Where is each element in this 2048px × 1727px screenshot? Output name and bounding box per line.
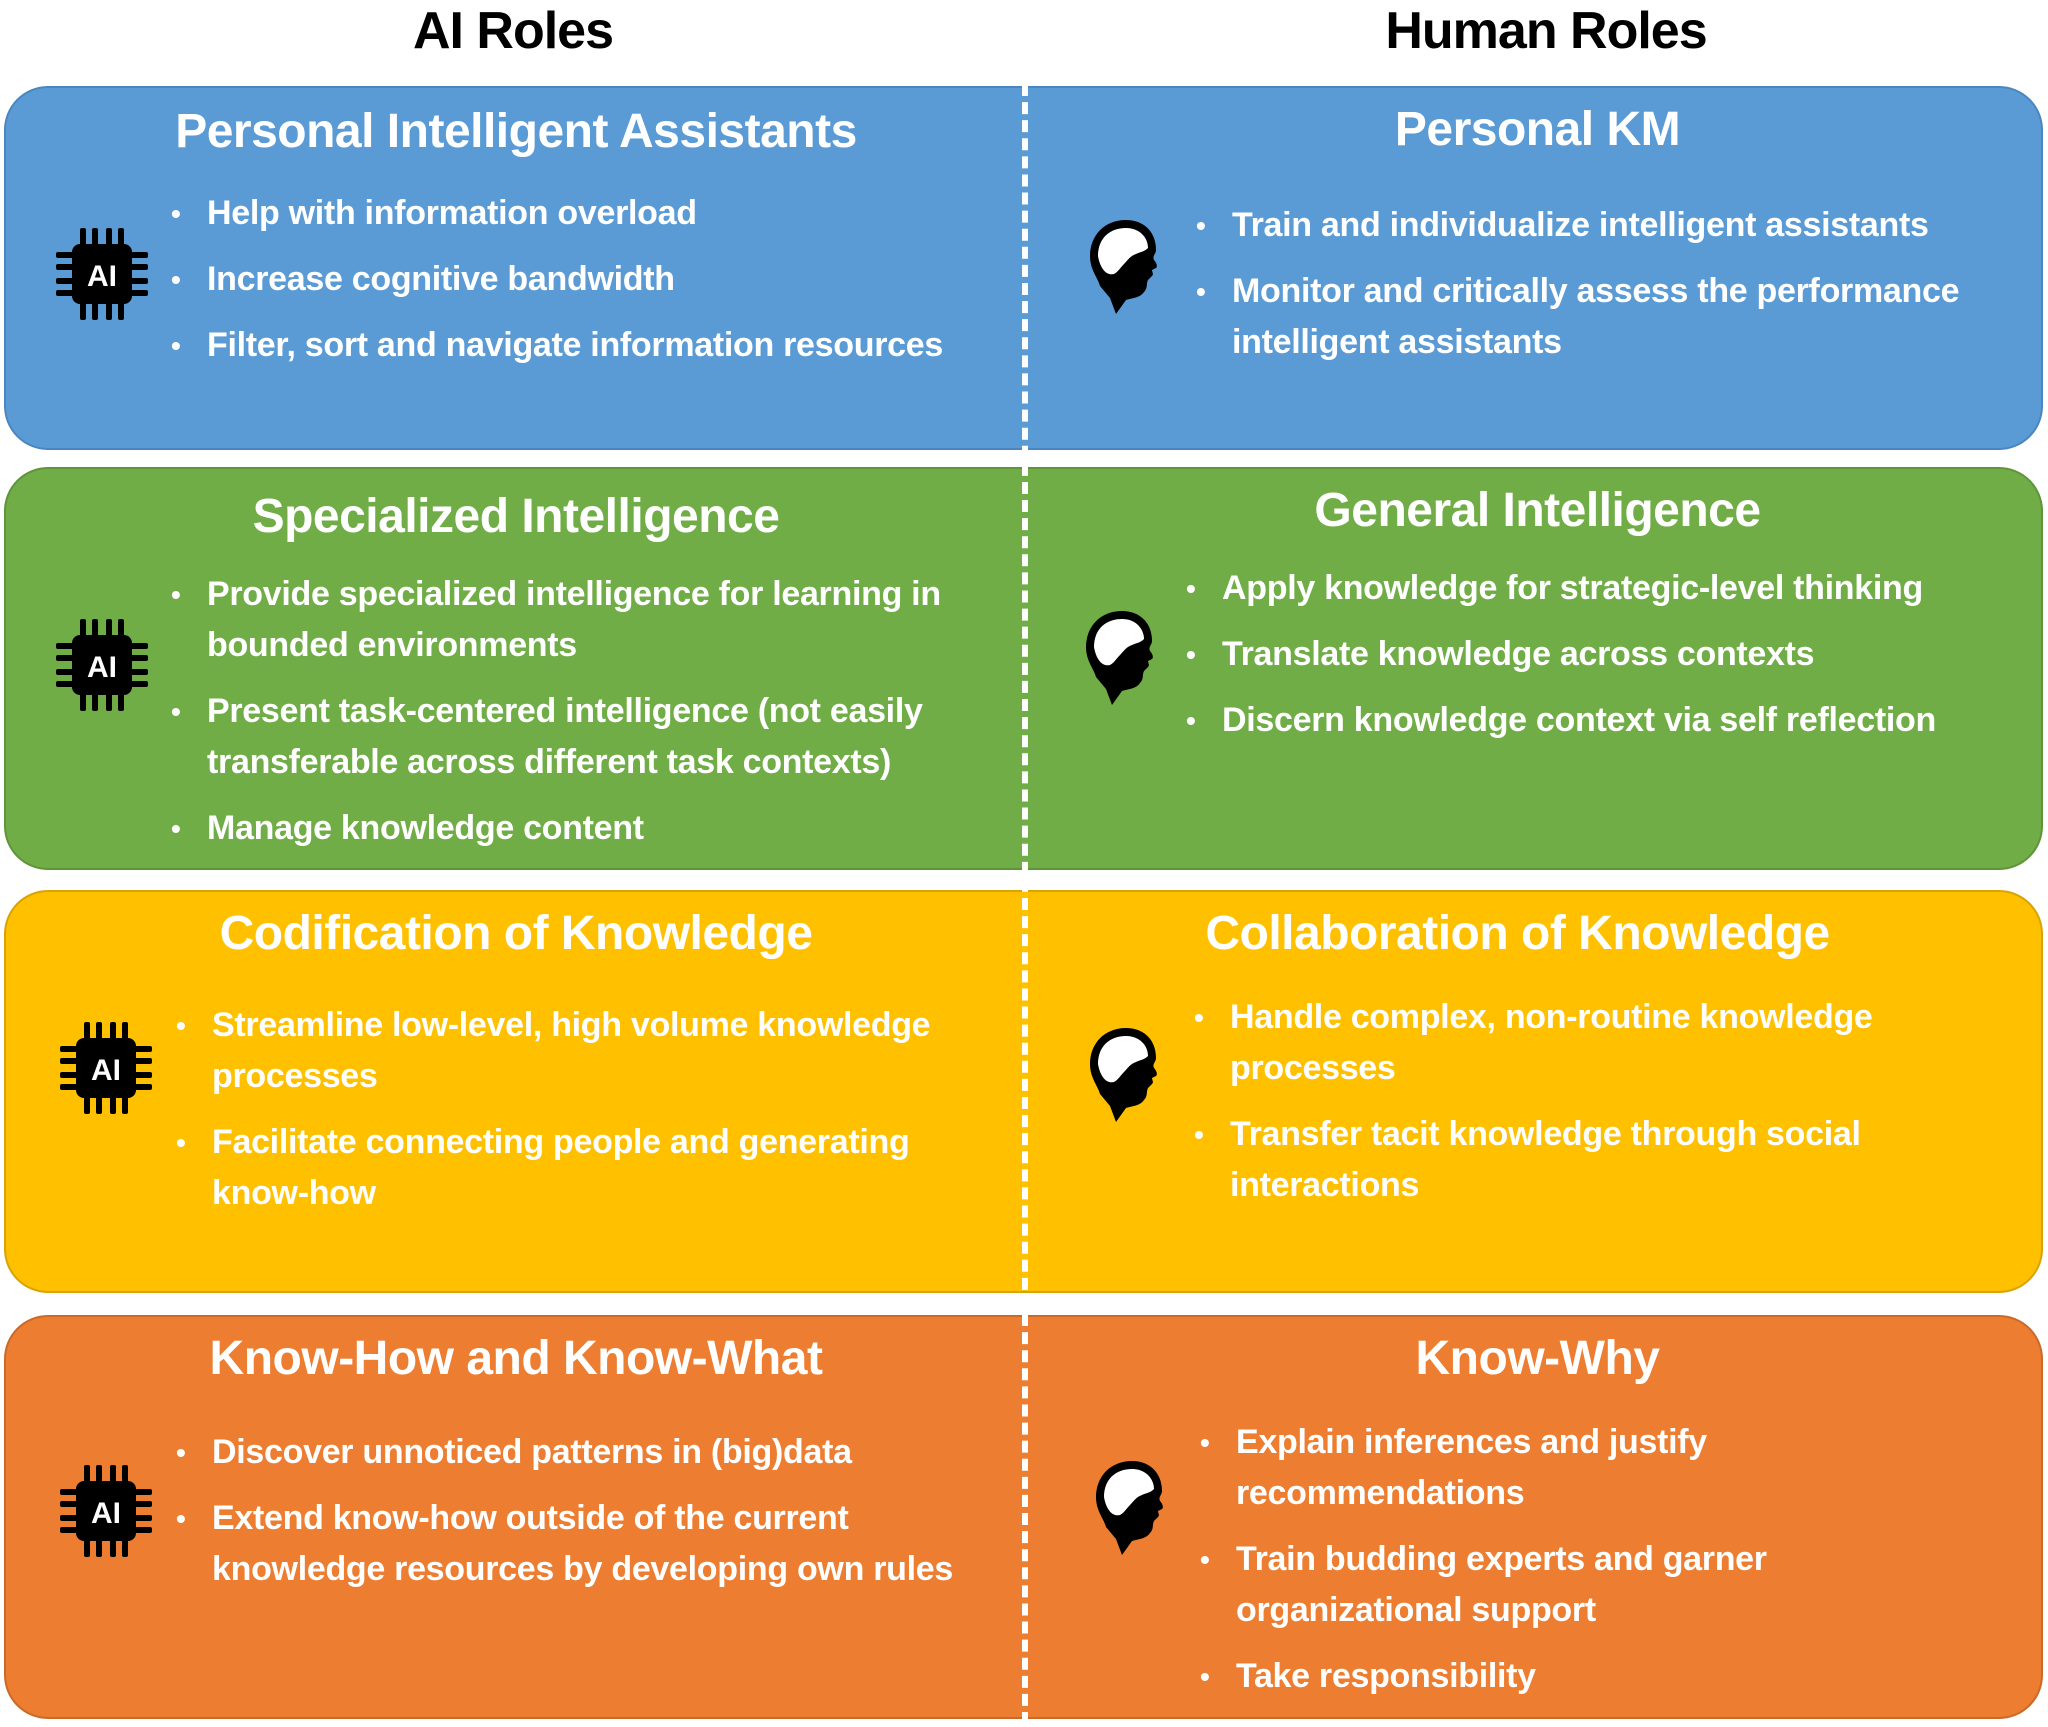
list-item: Filter, sort and navigate information re… [171,320,1001,371]
card-title: Codification of Knowledge [219,907,813,960]
list-item: Help with information overload [171,188,1001,239]
list-item: Take responsibility [1200,1651,1940,1702]
card-title: Specialized Intelligence [252,490,780,543]
ai-chip-icon: AI [54,617,150,713]
human-bullet-list: Apply knowledge for strategic-level thin… [1186,563,1986,761]
list-item: Increase cognitive bandwidth [171,254,1001,305]
list-item: Extend know-how outside of the current k… [176,1493,976,1595]
card-title: Know-How and Know-What [209,1332,823,1385]
ai-bullet-list: Help with information overload Increase … [171,188,1001,386]
ai-bullet-list: Provide specialized intelligence for lea… [171,569,1021,869]
human-head-brain-icon [1092,1457,1172,1557]
list-item: Apply knowledge for strategic-level thin… [1186,563,1986,614]
card-title: General Intelligence [1314,484,1761,537]
card-title: Know-Why [1415,1332,1660,1385]
card-title: Personal KM [1394,103,1681,156]
svg-text:AI: AI [87,651,117,684]
ai-card-personal-intelligent-assistants: Personal Intelligent Assistants AI Help [6,88,1026,448]
card-title: Personal Intelligent Assistants [175,105,857,158]
ai-card-know-how-and-know-what: Know-How and Know-What AI Discover unnot [6,1317,1026,1717]
human-card-collaboration-of-knowledge: Collaboration of Knowledge Handle comple… [1030,892,2045,1291]
human-bullet-list: Explain inferences and justify recommend… [1200,1417,1940,1717]
human-card-general-intelligence: General Intelligence Apply knowledge for… [1030,469,2045,868]
list-item: Manage knowledge content [171,803,1021,854]
list-item: Explain inferences and justify recommend… [1200,1417,1940,1519]
ai-chip-icon: AI [54,226,150,322]
ai-chip-icon: AI [58,1463,154,1559]
list-item: Present task-centered intelligence (not … [171,686,1021,788]
ai-card-codification-of-knowledge: Codification of Knowledge AI Streamline [6,892,1026,1291]
list-item: Handle complex, non-routine knowledge pr… [1194,992,1994,1094]
human-head-brain-icon [1086,216,1166,316]
human-bullet-list: Train and individualize intelligent assi… [1196,200,1976,383]
list-item: Train budding experts and garner organiz… [1200,1534,1940,1636]
ai-bullet-list: Discover unnoticed patterns in (big)data… [176,1427,976,1610]
column-divider [1022,84,1028,1724]
list-item: Streamline low-level, high volume knowle… [176,1000,996,1102]
svg-text:AI: AI [91,1497,121,1530]
list-item: Transfer tacit knowledge through social … [1194,1109,1994,1211]
list-item: Discern knowledge context via self refle… [1186,695,1986,746]
ai-card-specialized-intelligence: Specialized Intelligence AI Provide spec [6,469,1026,868]
human-roles-header: Human Roles [1385,2,1707,60]
human-head-brain-icon [1086,1024,1166,1124]
ai-chip-icon: AI [58,1020,154,1116]
svg-text:AI: AI [91,1054,121,1087]
list-item: Monitor and critically assess the perfor… [1196,266,1976,368]
list-item: Discover unnoticed patterns in (big)data [176,1427,976,1478]
svg-text:AI: AI [87,260,117,293]
ai-roles-header: AI Roles [412,2,614,60]
ai-bullet-list: Streamline low-level, high volume knowle… [176,1000,996,1234]
card-title: Collaboration of Knowledge [1205,907,1830,960]
list-item: Translate knowledge across contexts [1186,629,1986,680]
human-head-brain-icon [1082,607,1162,707]
human-card-know-why: Know-Why Explain inferences and justify … [1030,1317,2045,1717]
list-item: Provide specialized intelligence for lea… [171,569,1021,671]
human-card-personal-km: Personal KM Train and individualize inte… [1030,88,2045,448]
human-bullet-list: Handle complex, non-routine knowledge pr… [1194,992,1994,1226]
list-item: Train and individualize intelligent assi… [1196,200,1976,251]
list-item: Facilitate connecting people and generat… [176,1117,996,1219]
